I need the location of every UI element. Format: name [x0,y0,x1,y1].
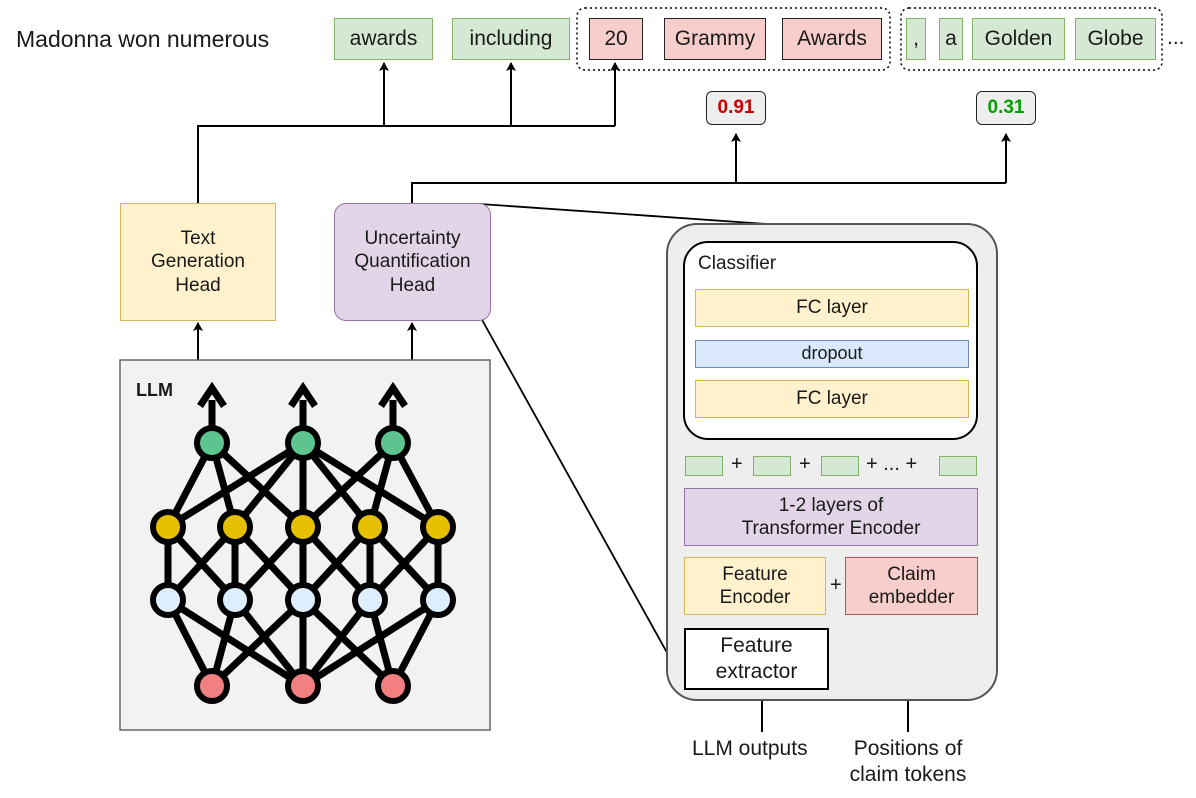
net-output-arrow-head [197,381,227,408]
dropout-layer: dropout [695,340,969,368]
net-edge [301,440,440,530]
claim-embedder-line-1: Claim [887,563,936,585]
net-hidden-node-lower [285,582,321,618]
plus-1: + [731,453,743,475]
net-edge [300,440,396,530]
net-hidden-node-upper [420,509,456,545]
net-output-node [285,425,321,461]
claim-score-2: 0.31 [976,91,1036,125]
feature-extractor-line-1: Feature [720,634,793,658]
net-hidden-node-upper [352,509,388,545]
net-edge [232,440,306,530]
net-input-node [285,668,321,704]
positions-line-1: Positions of [853,737,963,761]
embedding-3 [821,456,859,476]
tg-line-2: Generation [150,251,245,273]
plus-ellipsis: + ... + [866,453,918,475]
claim-group-1 [576,7,891,71]
net-edge [166,440,305,530]
net-hidden-node-lower [352,582,388,618]
feature-encoder-line-1: Feature [722,563,788,585]
token-globe: Globe [1075,18,1156,60]
net-edge [300,597,373,689]
claim-group-2 [900,7,1163,71]
net-edge [232,597,306,689]
uq-line-3: Head [389,274,436,296]
net-hidden-node-upper [150,509,186,545]
uq-line-1: Uncertainty [364,228,461,250]
neural-network-icon [150,381,456,704]
net-output-arrow-head [378,381,408,408]
fc-layer-1: FC layer [695,289,969,327]
claim-score-1: 0.91 [706,91,766,125]
net-input-node [375,668,411,704]
net-hidden-node-upper [217,509,253,545]
uncertainty-connectors [411,133,1011,203]
embedding-n [939,456,977,476]
positions-line-2: claim tokens [849,763,967,786]
tg-line-3: Head [175,274,221,296]
feature-extractor-line-2: extractor [715,660,798,683]
llm-label: LLM [136,380,173,400]
fc-layer-2: FC layer [695,380,969,418]
net-edge [209,597,306,689]
text-generation-connectors [197,62,620,203]
token-including: including [452,18,570,60]
llm-to-heads [193,322,417,360]
net-hidden-node-upper [285,509,321,545]
token-golden: Golden [972,18,1065,60]
net-output-node [194,425,230,461]
net-output-node [375,425,411,461]
net-hidden-node-lower [217,582,253,618]
net-edge [301,597,440,689]
net-edge [209,440,306,530]
net-edge [300,597,396,689]
embedding-1 [685,456,723,476]
claim-embedder-line-2: embedder [868,587,955,608]
transformer-line-2: Transformer Encoder [741,518,921,539]
net-hidden-node-lower [420,582,456,618]
feature-encoder-line-2: Encoder [719,587,791,608]
embedding-2 [753,456,791,476]
transformer-line-1: 1-2 layers of [778,494,884,516]
token-comma: , [906,18,926,60]
sentence-ellipsis: ... [1167,26,1185,49]
token-awards: awards [334,18,433,60]
token-awards-2: Awards [782,18,882,60]
net-hidden-node-lower [150,582,186,618]
classifier-title: Classifier [698,253,777,274]
plus-2: + [799,453,811,475]
net-output-arrow-head [288,381,318,408]
sentence-prefix: Madonna won numerous [16,26,270,52]
net-edge [166,597,305,689]
token-grammy: Grammy [664,18,766,60]
net-input-node [194,668,230,704]
tg-line-1: Text [180,228,216,250]
llm-outputs-label: LLM outputs [692,737,808,760]
combine-plus: + [830,574,842,596]
uq-line-2: Quantification [354,251,471,273]
token-20: 20 [589,18,643,60]
token-a: a [939,18,963,60]
